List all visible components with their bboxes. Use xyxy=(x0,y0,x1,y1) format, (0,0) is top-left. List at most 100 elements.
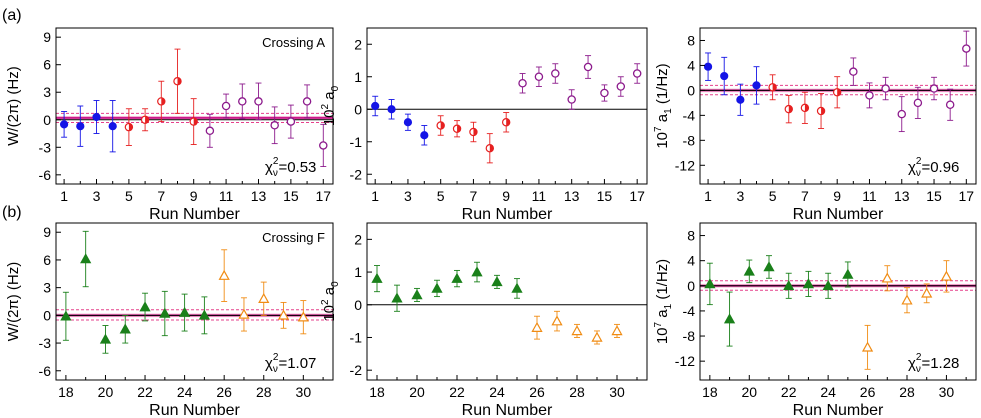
data-point xyxy=(391,284,403,312)
data-point xyxy=(921,283,933,304)
x-tick-label: 15 xyxy=(283,188,299,204)
marker xyxy=(403,118,413,127)
x-tick-label: 22 xyxy=(449,384,465,400)
x-tick-label: 22 xyxy=(137,384,153,400)
marker-half xyxy=(193,118,198,126)
marker xyxy=(178,306,191,317)
data-point xyxy=(842,261,854,288)
x-tick-label: 30 xyxy=(609,384,625,400)
marker-half xyxy=(772,83,777,91)
data-point xyxy=(897,96,907,133)
data-point xyxy=(198,296,211,335)
x-axis-label: Run Number xyxy=(149,402,240,418)
y-tick-label: 0 xyxy=(354,101,362,117)
x-tick-label: 5 xyxy=(437,188,445,204)
y-tick-label: 0 xyxy=(43,307,51,323)
y-tick-label: -12 xyxy=(675,157,695,173)
chi-squared-label: χν2=0.53 xyxy=(265,156,316,179)
data-point xyxy=(124,108,134,146)
data-point xyxy=(743,259,755,284)
data-point xyxy=(436,115,445,136)
y-tick-label: 9 xyxy=(43,224,51,240)
x-tick-label: 13 xyxy=(564,188,580,204)
x-tick-label: 20 xyxy=(741,384,757,400)
data-point xyxy=(420,125,429,146)
data-point xyxy=(254,82,263,121)
data-point xyxy=(849,57,858,86)
y-tick-label: 4 xyxy=(687,57,695,73)
marker xyxy=(611,325,623,336)
y-tick-label: 6 xyxy=(43,252,51,268)
plot-area xyxy=(56,48,333,168)
data-point xyxy=(387,99,396,120)
marker xyxy=(921,287,933,298)
y-tick-label: 1 xyxy=(354,264,362,280)
data-point xyxy=(962,30,971,67)
x-tick-label: 30 xyxy=(296,384,312,400)
data-point xyxy=(861,324,874,370)
data-point xyxy=(571,323,583,338)
marker-half xyxy=(128,123,133,131)
data-point xyxy=(551,310,563,332)
x-tick-label: 17 xyxy=(315,188,331,204)
data-point xyxy=(258,281,270,316)
marker xyxy=(205,126,215,136)
data-point xyxy=(485,133,495,164)
marker xyxy=(531,321,543,332)
row-a-label: (a) xyxy=(2,7,22,24)
marker xyxy=(632,69,642,78)
data-point xyxy=(157,80,166,123)
data-point xyxy=(901,287,913,314)
marker xyxy=(99,333,112,344)
x-tick-label: 5 xyxy=(125,188,133,204)
data-point xyxy=(865,82,874,109)
data-point xyxy=(297,300,309,335)
data-point xyxy=(832,76,842,109)
plot-area xyxy=(367,55,647,164)
marker-half xyxy=(177,77,182,85)
marker xyxy=(929,84,939,93)
x-axis-label: Run Number xyxy=(793,402,884,418)
x-tick-label: 20 xyxy=(409,384,425,400)
marker-half xyxy=(788,105,793,113)
x-tick-label: 15 xyxy=(926,188,942,204)
marker xyxy=(743,265,755,276)
data-point xyxy=(881,76,890,101)
marker xyxy=(119,323,131,334)
y-tick-label: -2 xyxy=(350,166,363,182)
data-point xyxy=(270,106,279,145)
marker-half xyxy=(837,88,841,96)
marker-half xyxy=(161,97,165,106)
data-point xyxy=(371,265,383,293)
data-point xyxy=(218,249,230,302)
marker xyxy=(218,269,230,280)
axes-frame xyxy=(55,27,334,185)
data-point xyxy=(277,301,290,329)
marker xyxy=(534,72,544,82)
marker xyxy=(752,81,761,90)
data-point xyxy=(319,123,328,168)
y-tick-label: -8 xyxy=(683,132,696,148)
marker xyxy=(391,292,403,303)
data-point xyxy=(451,269,463,288)
x-tick-label: 3 xyxy=(736,188,744,204)
chi-squared-label: χν2=1.28 xyxy=(908,352,959,375)
marker xyxy=(723,313,736,324)
x-tick-label: 17 xyxy=(629,188,645,204)
y-axis-label: W/(2π) (Hz) xyxy=(5,262,22,342)
data-point xyxy=(518,73,527,94)
data-point xyxy=(431,279,443,298)
data-point xyxy=(471,261,483,283)
marker xyxy=(60,310,72,321)
data-point xyxy=(371,95,380,117)
data-point xyxy=(59,111,69,138)
x-tick-label: 13 xyxy=(251,188,267,204)
data-point xyxy=(469,121,478,143)
data-point xyxy=(720,56,729,96)
marker xyxy=(221,101,231,111)
data-point xyxy=(600,84,609,102)
data-point xyxy=(591,330,603,345)
x-axis-label: Run Number xyxy=(462,402,553,418)
